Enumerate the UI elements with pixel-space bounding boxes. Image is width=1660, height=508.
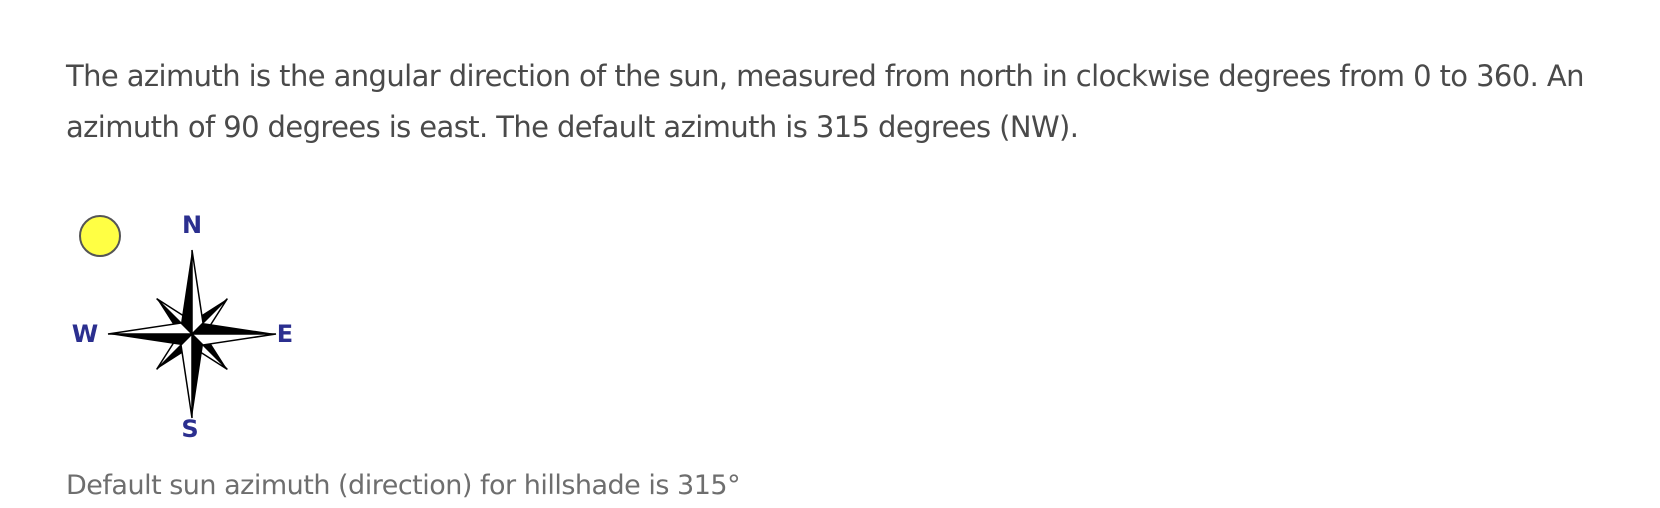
azimuth-figure: N S W E <box>66 208 326 448</box>
south-label: S <box>181 415 198 443</box>
north-label: N <box>182 211 202 239</box>
east-label: E <box>277 320 293 348</box>
figure-caption: Default sun azimuth (direction) for hill… <box>66 470 741 501</box>
compass-figure: N S W E <box>72 211 293 443</box>
sun-icon <box>79 215 121 257</box>
compass-rose-icon <box>107 249 277 419</box>
azimuth-description: The azimuth is the angular direction of … <box>66 59 1584 144</box>
west-label: W <box>72 320 98 348</box>
compass-cardinal-points <box>107 249 277 419</box>
